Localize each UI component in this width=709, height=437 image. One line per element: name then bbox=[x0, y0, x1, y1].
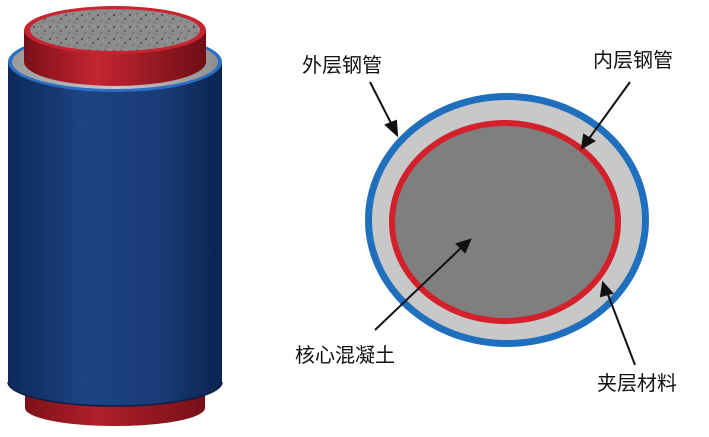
arrow-core-head bbox=[455, 238, 472, 254]
arrow-inner-tube bbox=[587, 81, 631, 141]
arrow-inner-tube-head bbox=[580, 133, 596, 150]
label-sandwich-material: 夹层材料 bbox=[597, 371, 677, 395]
outer-tube-body bbox=[8, 62, 222, 406]
core-concrete-section bbox=[395, 126, 615, 318]
arrow-outer-tube bbox=[369, 81, 394, 128]
label-inner-tube: 内层钢管 bbox=[593, 48, 673, 72]
column-3d bbox=[7, 6, 223, 426]
core-concrete-top bbox=[30, 9, 200, 51]
arrow-sandwich-head bbox=[599, 280, 614, 298]
cross-section bbox=[365, 93, 649, 347]
arrow-core bbox=[374, 246, 463, 331]
label-core-concrete: 核心混凝土 bbox=[295, 343, 395, 367]
arrow-sandwich bbox=[606, 291, 636, 366]
label-outer-tube: 外层钢管 bbox=[302, 53, 382, 77]
leader-arrows bbox=[369, 81, 636, 366]
arrow-outer-tube-head bbox=[384, 119, 399, 138]
